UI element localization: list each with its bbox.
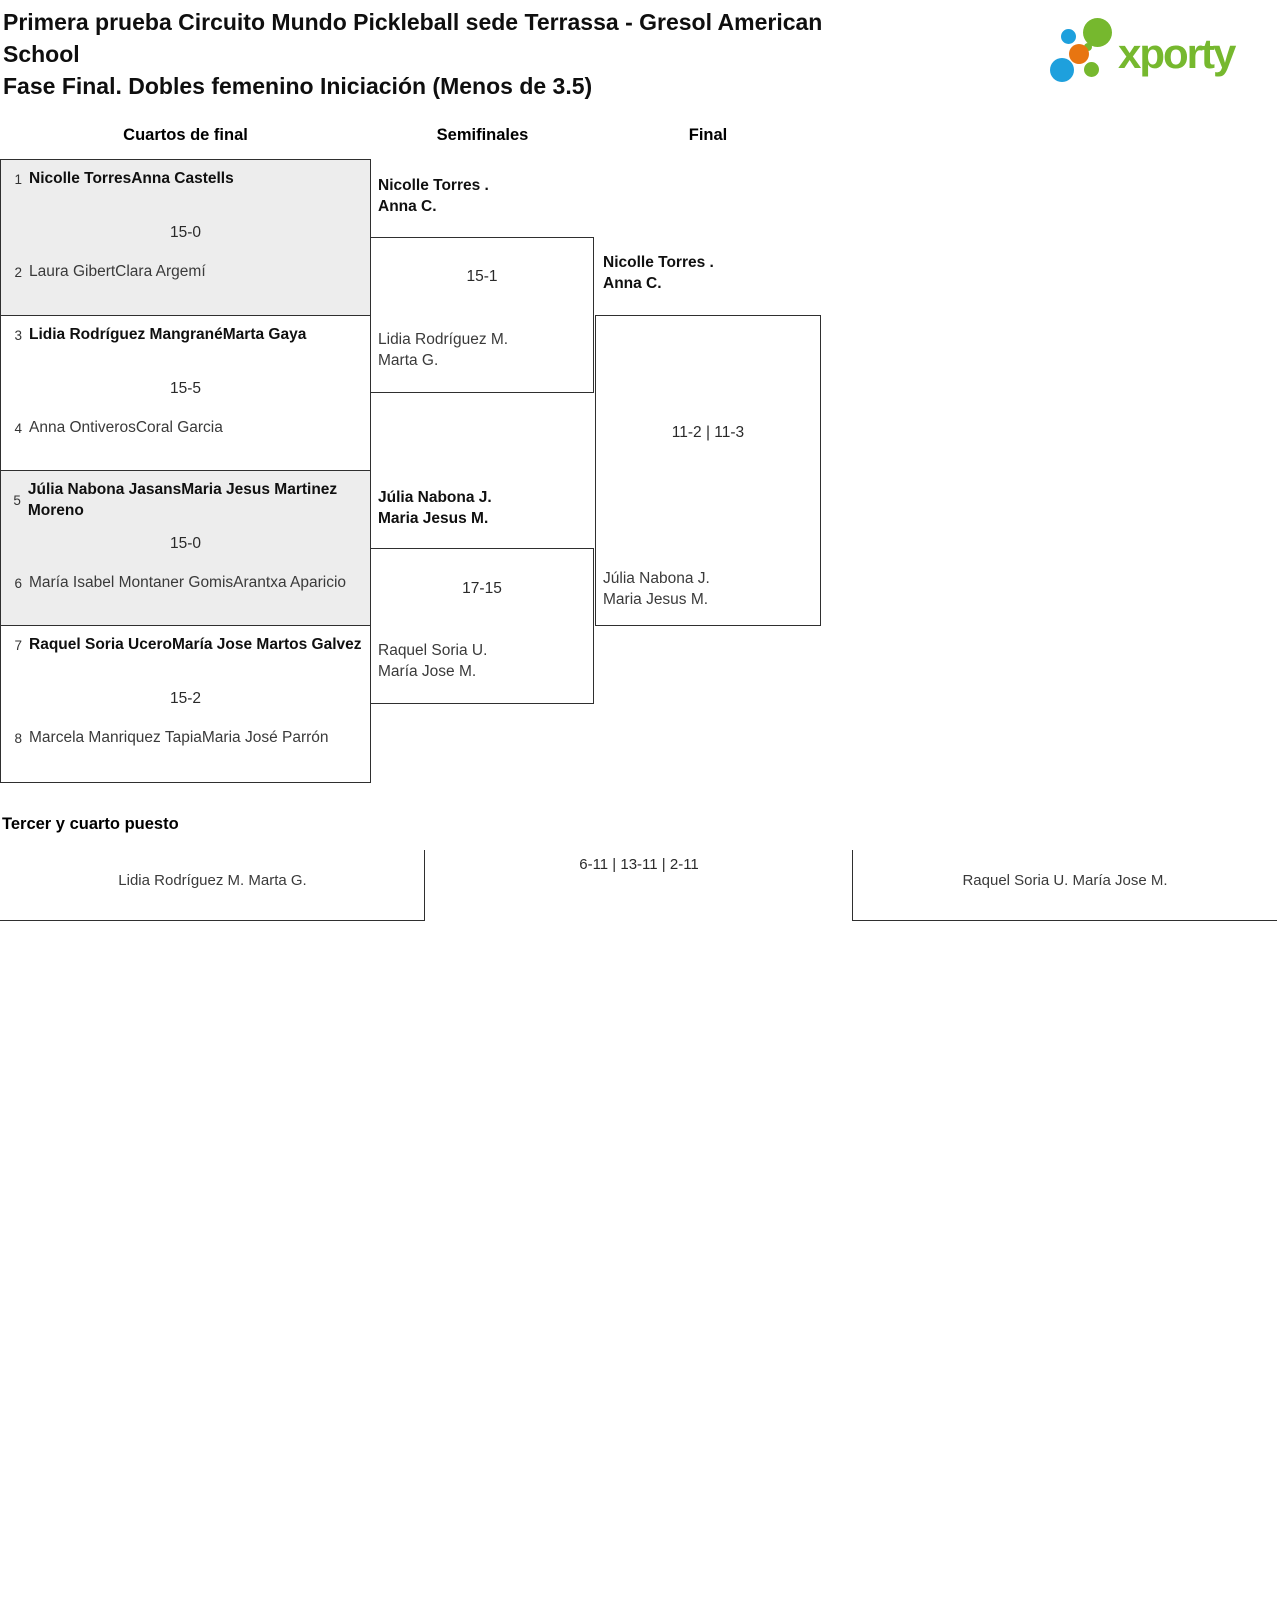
player-name: Nicolle Torres <box>29 170 132 187</box>
final-match-box <box>595 315 821 626</box>
player-name: Raquel Soria Ucero <box>29 636 172 653</box>
third-place-left-line <box>0 920 425 921</box>
third-place-right-connector <box>852 850 853 921</box>
player-name: Raquel Soria U. <box>962 872 1069 889</box>
player-name: Lidia Rodríguez M. <box>378 331 509 348</box>
player-name: Júlia Nabona Jasans <box>27 481 182 498</box>
match-score: 15-5 <box>169 380 202 397</box>
player-name: Anna C. <box>378 198 437 215</box>
seed-number: 4 <box>14 420 22 436</box>
player-name: Maria Jesus M. <box>378 510 489 527</box>
player-name: Marcela Manriquez Tapia <box>29 729 202 746</box>
player-name: Clara Argemí <box>115 263 206 280</box>
sf1-score: 15-1 <box>466 268 498 285</box>
player-name: María Jose M. <box>1072 872 1168 889</box>
player-name: Arantxa Aparicio <box>233 574 347 591</box>
quarterfinals-bracket: 1 Nicolle TorresAnna Castells 15-0 2 Lau… <box>0 159 371 783</box>
player-name: Júlia Nabona J. <box>378 489 492 506</box>
logo-wordmark: xporty <box>1118 30 1236 77</box>
sf1-loser-team: Lidia Rodríguez M. Marta G. <box>378 329 508 371</box>
match-score: 15-2 <box>169 690 202 707</box>
third-place-score: 6-11 | 13-11 | 2-11 <box>579 856 699 873</box>
round-header-quarterfinals: Cuartos de final <box>123 126 248 144</box>
qf-match-2: 3 Lidia Rodríguez MangranéMarta Gaya 15-… <box>1 315 370 470</box>
logo-dot-icon <box>1084 43 1092 51</box>
final-score: 11-2 | 11-3 <box>671 424 745 441</box>
logo-dot-icon <box>1069 44 1089 64</box>
final-loser-team: Júlia Nabona J. Maria Jesus M. <box>603 568 710 610</box>
third-place-left-connector <box>424 850 425 921</box>
player-name: Maria Jesus M. <box>603 591 709 608</box>
team-entry-winner: 7 Raquel Soria UceroMaría Jose Martos Ga… <box>7 635 362 656</box>
match-score: 15-0 <box>169 535 202 552</box>
page-title: Primera prueba Circuito Mundo Pickleball… <box>3 9 823 67</box>
final-winner-team: Nicolle Torres . Anna C. <box>603 252 714 294</box>
qf-match-4: 7 Raquel Soria UceroMaría Jose Martos Ga… <box>1 625 370 780</box>
sf2-score: 17-15 <box>462 580 502 597</box>
third-place-left-team: Lidia Rodríguez M. Marta G. <box>0 871 425 890</box>
seed-number: 5 <box>13 493 21 508</box>
player-name: Maria José Parrón <box>201 729 329 746</box>
team-entry-winner: 1 Nicolle TorresAnna Castells <box>7 169 234 190</box>
team-entry-winner: 5 Júlia Nabona JasansMaria Jesus Martine… <box>7 480 370 521</box>
page-subtitle: Fase Final. Dobles femenino Iniciación (… <box>3 73 593 99</box>
sf-match-1-box <box>370 237 594 393</box>
logo-dot-icon <box>1083 18 1112 47</box>
team-entry: 2 Laura GibertClara Argemí <box>7 262 206 283</box>
player-name: Nicolle Torres . <box>603 254 714 271</box>
player-name: María Jose M. <box>378 663 477 680</box>
third-place-right-team: Raquel Soria U. María Jose M. <box>853 871 1277 890</box>
player-name: Anna Castells <box>131 170 234 187</box>
sf2-winner-team: Júlia Nabona J. Maria Jesus M. <box>378 487 492 529</box>
player-name: Raquel Soria U. <box>378 642 488 659</box>
player-name: Lidia Rodríguez Mangrané <box>29 326 223 343</box>
qf-match-3: 5 Júlia Nabona JasansMaria Jesus Martine… <box>1 470 370 625</box>
player-name: Nicolle Torres . <box>378 177 489 194</box>
seed-number: 3 <box>14 327 22 343</box>
seed-number: 1 <box>14 171 22 187</box>
team-entry: 8 Marcela Manriquez TapiaMaria José Parr… <box>7 728 329 749</box>
player-name: Maria Jesus Martinez Moreno <box>27 481 338 519</box>
player-name: Anna Ontiveros <box>29 419 136 436</box>
player-name: Júlia Nabona J. <box>603 570 710 587</box>
xporty-logo[interactable]: xporty <box>1040 10 1270 95</box>
sf1-winner-team: Nicolle Torres . Anna C. <box>378 175 489 217</box>
sf-match-2-box <box>370 548 594 704</box>
player-name: Lidia Rodríguez M. <box>118 872 245 889</box>
player-name: Laura Gibert <box>29 263 116 280</box>
third-place-right-line <box>853 920 1277 921</box>
seed-number: 8 <box>14 730 22 746</box>
seed-number: 2 <box>14 264 22 280</box>
seed-number: 6 <box>14 575 22 591</box>
player-name: Anna C. <box>603 275 662 292</box>
player-name: Marta Gaya <box>222 326 307 343</box>
logo-dot-icon <box>1050 58 1074 82</box>
logo-dot-icon <box>1084 62 1099 77</box>
player-name: María Jose Martos Galvez <box>172 636 362 653</box>
team-entry: 6 María Isabel Montaner GomisArantxa Apa… <box>7 573 346 594</box>
qf-match-1: 1 Nicolle TorresAnna Castells 15-0 2 Lau… <box>1 160 370 315</box>
player-name: Marta G. <box>378 352 439 369</box>
round-header-semifinals: Semifinales <box>436 126 529 144</box>
team-entry-winner: 3 Lidia Rodríguez MangranéMarta Gaya <box>7 325 306 346</box>
seed-number: 7 <box>14 637 22 653</box>
logo-dot-icon <box>1061 29 1076 44</box>
team-entry: 4 Anna OntiverosCoral Garcia <box>7 418 223 439</box>
sf2-loser-team: Raquel Soria U. María Jose M. <box>378 640 487 682</box>
player-name: Coral Garcia <box>135 419 223 436</box>
player-name: María Isabel Montaner Gomis <box>29 574 234 591</box>
match-score: 15-0 <box>169 224 202 241</box>
third-place-heading: Tercer y cuarto puesto <box>2 815 179 833</box>
round-header-final: Final <box>688 126 728 144</box>
player-name: Marta G. <box>248 872 307 889</box>
